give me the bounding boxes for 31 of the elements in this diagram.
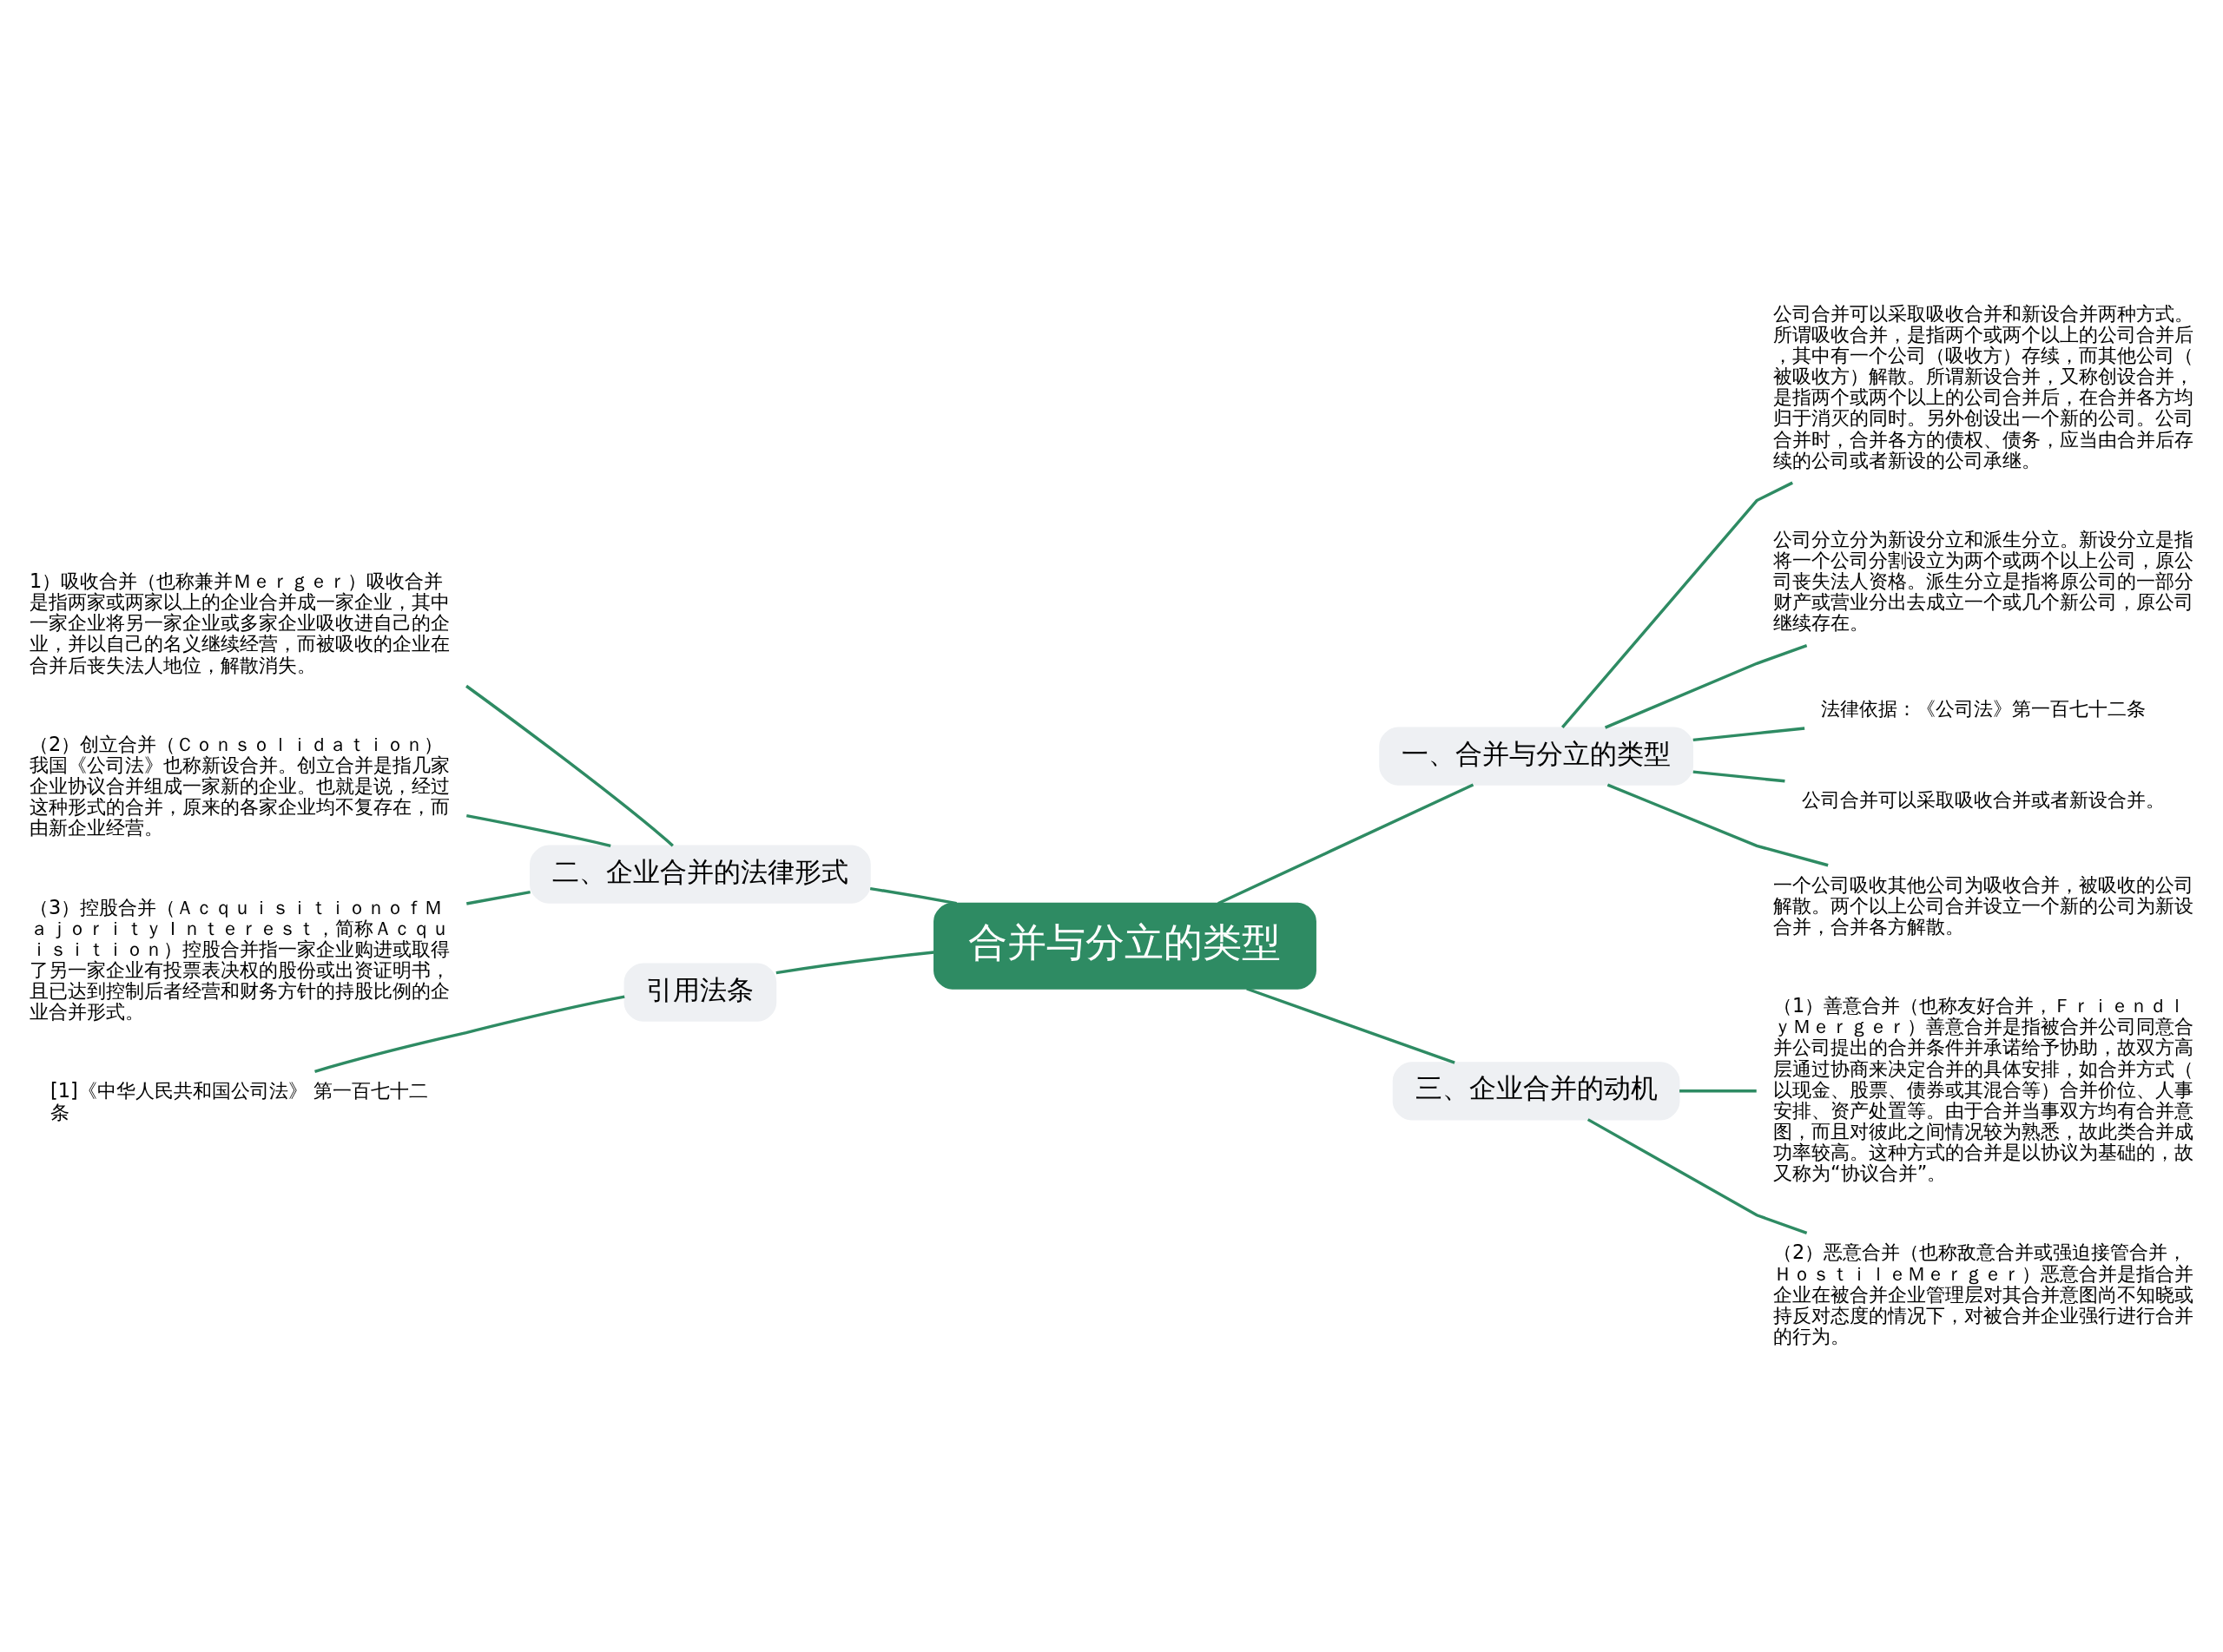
connector xyxy=(1560,481,1793,728)
connector xyxy=(1606,782,1829,866)
connector xyxy=(869,886,957,905)
node-text: 1）吸收合并（也称兼并Ｍｅｒｇｅｒ）吸收合并是指两家或两家以上的企业合并成一家企业，其中一家企业将另一家企业或多家企业吸收进自己的企业，并以自己的名义继续经营，而被吸收的企业在合并后丧失法人地位，解散消失。 xyxy=(29,569,450,676)
node-text: 公司合并可以采取吸收合并和新设合并两种方式。所谓吸收合并，是指两个或两个以上的公司合并后，其中有一个公司（吸收方）存续，而其他公司（被吸收方）解散。所谓新设合并，又称创设合并，是指两个或两个以上的公司合并后，在合并各方均归于消灭的同时。另外创设出一个新的公司。公司合并时，合并各方的债权、债务，应当由合并后存续的公司或者新设的公司承继。 xyxy=(1773,301,2194,471)
connector xyxy=(1692,726,1805,741)
node-box: 合并与分立的类型 xyxy=(933,902,1316,990)
connector xyxy=(1586,1117,1808,1234)
connector xyxy=(775,950,934,974)
node-text: （2）恶意合并（也称敌意合并或强迫接管合并，ＨｏｓｔｉｌｅＭｅｒｇｅｒ）恶意合并是指合并企业在被合并企业管理层对其合并意图尚不知晓或持反对态度的情况下，对被合并企业强行进行合并的行为。 xyxy=(1773,1240,2194,1347)
node-text: （2）创立合并（Ｃｏｎｓｏｌｉｄａｔｉｏｎ）我国《公司法》也称新设合并。创立合并是指几家企业协议合并组成一家新的企业。也就是说，经过这种形式的合并，原来的各家企业均不复存在，而由新企业经营。 xyxy=(29,732,450,839)
node-text: （1）善意合并（也称友好合并，ＦｒｉｅｎｄｌｙＭｅｒｇｅｒ）善意合并是指被合并公司同意合并公司提出的合并条件并承诺给予协助，故双方高层通过协商来决定合并的具体安排，如合并方式（以现金、股票、债券或其混合等）合并价位、人事安排、资产处置等。由于合并当事双方均有合并意图，而且对彼此之间情况较为熟悉，故此类合并成功率较高。这种方式的合并是以协议为基础的，故又称为“协议合并”。 xyxy=(1773,993,2194,1184)
connector xyxy=(466,813,611,847)
node-box: 引用法条 xyxy=(623,963,777,1022)
connector xyxy=(1246,986,1455,1064)
node-box: 三、企业合并的动机 xyxy=(1392,1061,1680,1120)
node-box: 二、企业合并的法律形式 xyxy=(530,845,871,904)
node-box: 一、合并与分立的类型 xyxy=(1379,726,1693,786)
connector xyxy=(314,995,625,1073)
node-text: （3）控股合并（ＡｃｑｕｉｓｉｔｉｏｎｏｆＭａｊｏｒｉｔｙＩｎｔｅｒｅｓｔ，简称Ａｃｑｕｉｓｉｔｉｏｎ）控股合并指一家企业购进或取得了另一家企业有投票表决权的股份或出资证明书，且已达到控制后者经营和财务方针的持股比例的企业合并形式。 xyxy=(29,895,450,1023)
connector xyxy=(1692,769,1785,782)
connector xyxy=(466,890,531,905)
node-text: 法律依据：《公司法》第一百七十二条 xyxy=(1821,696,2147,720)
node-text: 公司合并可以采取吸收合并或者新设合并。 xyxy=(1801,787,2165,811)
node-text: [1]《中华人民共和国公司法》 第一百七十二条 xyxy=(50,1078,428,1123)
connector xyxy=(1679,1089,1757,1093)
node-text: 一个公司吸收其他公司为吸收合并，被吸收的公司解散。两个以上公司合并设立一个新的公司为新设合并，合并各方解散。 xyxy=(1773,872,2194,938)
connector xyxy=(465,684,674,846)
node-text: 公司分立分为新设分立和派生分立。新设分立是指将一个公司分割设立为两个或两个以上公司，原公司丧失法人资格。派生分立是指将原公司的一部分财产或营业分出去成立一个或几个新公司，原公司继续存在。 xyxy=(1773,527,2194,634)
connector xyxy=(1217,782,1474,905)
connector xyxy=(1604,643,1808,729)
